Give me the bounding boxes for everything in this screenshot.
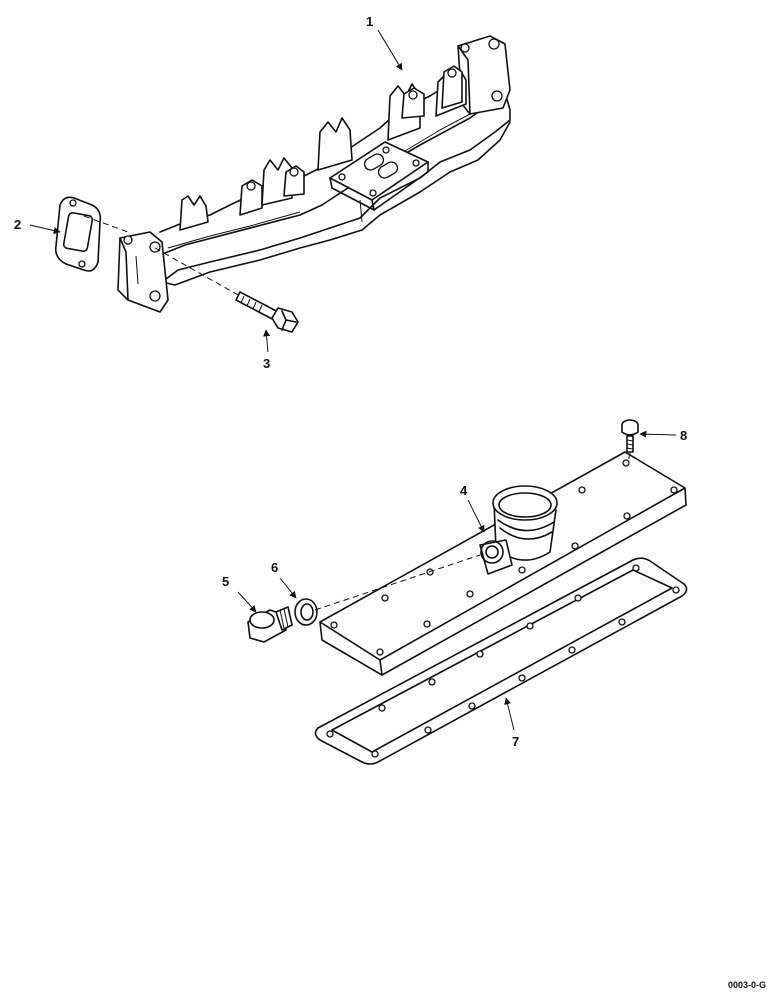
- intake-gasket-bolt-holes: [326, 564, 680, 758]
- figure-code: 0003-0-G: [728, 980, 766, 990]
- alignment-line-gasket: [83, 215, 129, 233]
- alignment-line-capscrew: [154, 247, 241, 297]
- callout-3: 3: [263, 356, 270, 371]
- manifold-port-bosses: [179, 65, 467, 231]
- manifold-capscrew: [235, 291, 299, 333]
- cover-capscrew: [621, 419, 639, 453]
- callout-1: 1: [366, 14, 373, 29]
- o-ring: [294, 598, 318, 626]
- turbo-mounting-flange: [329, 141, 429, 223]
- callout-5: 5: [222, 574, 229, 589]
- exhaust-manifold: [117, 35, 511, 313]
- callout-8: 8: [680, 428, 687, 443]
- manifold-gasket: [54, 196, 102, 272]
- pipe-plug: [247, 606, 293, 643]
- callout-6: 6: [271, 560, 278, 575]
- callout-leaders: [29, 29, 677, 731]
- alignment-line-cover-screw: [627, 452, 631, 463]
- intake-cover: [319, 451, 687, 676]
- callout-4: 4: [460, 483, 468, 498]
- alignment-line-plug: [314, 554, 481, 611]
- callout-7: 7: [512, 734, 519, 749]
- callout-2: 2: [14, 217, 21, 232]
- intake-cover-gasket: [314, 557, 688, 765]
